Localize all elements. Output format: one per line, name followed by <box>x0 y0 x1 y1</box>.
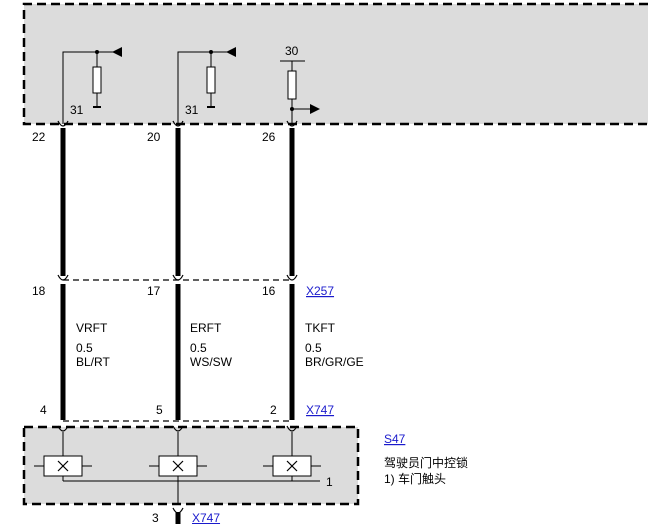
connector-link-x747-bottom[interactable]: X747 <box>192 511 220 524</box>
supply-label: 30 <box>285 44 299 58</box>
internal-circuit-pin26 <box>280 60 320 124</box>
resistor-icon <box>92 66 102 94</box>
connector-link-x747-top[interactable]: X747 <box>306 403 334 417</box>
pin-terminals-component <box>57 425 298 432</box>
wire-harness-upper <box>60 128 295 276</box>
pin-label: 2 <box>270 403 277 417</box>
signal-arrow-icon <box>310 104 320 114</box>
door-contact-switch-icon <box>149 455 207 477</box>
wire-harness-lower <box>60 284 295 420</box>
ground-label: 31 <box>70 103 84 117</box>
wire-gauge-label: 0.5 <box>305 341 322 355</box>
switch-circuits <box>62 432 320 504</box>
component-note: 1) 车门触头 <box>384 471 446 486</box>
resistor-icon <box>287 70 297 100</box>
wire-signal-label: ERFT <box>190 321 222 335</box>
connector-link-x257[interactable]: X257 <box>306 284 334 298</box>
wire-signal-label: TKFT <box>305 321 336 335</box>
ground-label: 31 <box>185 103 199 117</box>
pin-label: 20 <box>147 130 161 144</box>
wire-color-label: BL/RT <box>76 355 110 369</box>
connector-x257 <box>57 274 298 281</box>
wire-color-label: WS/SW <box>190 355 233 369</box>
internal-circuit-pin20 <box>177 47 236 124</box>
connector-x747-bottom <box>172 507 184 524</box>
signal-arrow-icon <box>226 47 236 57</box>
pin-label: 3 <box>152 511 159 524</box>
wire-gauge-label: 0.5 <box>190 341 207 355</box>
pin-label: 18 <box>32 284 46 298</box>
component-name: 驾驶员门中控锁 <box>384 455 468 470</box>
pin-label: 16 <box>262 284 276 298</box>
wire-signal-label: VRFT <box>76 321 108 335</box>
pin-label: 17 <box>147 284 161 298</box>
pin-label: 22 <box>32 130 46 144</box>
resistor-icon <box>206 66 216 94</box>
door-contact-switch-icon <box>263 455 321 477</box>
wire-gauge-label: 0.5 <box>76 341 93 355</box>
signal-arrow-icon <box>112 47 122 57</box>
pin-terminals-ecu <box>57 120 298 127</box>
internal-circuit-pin22 <box>62 47 122 124</box>
pin-label: 4 <box>40 403 47 417</box>
pin-label: 5 <box>156 403 163 417</box>
wire-color-label: BR/GR/GE <box>305 355 364 369</box>
control-unit-box <box>22 2 648 126</box>
door-contact-switch-icon <box>34 455 92 477</box>
component-link-s47[interactable]: S47 <box>384 432 406 446</box>
callout-label: 1 <box>326 475 333 489</box>
pin-label: 26 <box>262 130 276 144</box>
